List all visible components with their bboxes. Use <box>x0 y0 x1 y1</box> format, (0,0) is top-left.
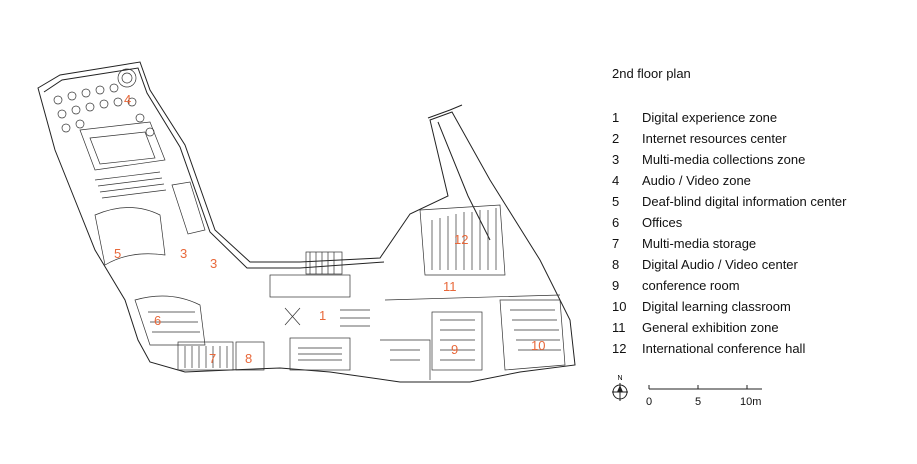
legend-number: 6 <box>612 215 620 230</box>
north-arrow-icon: N <box>612 375 628 401</box>
legend-item: 1 Digital experience zone <box>612 107 847 128</box>
legend-item: 8 Digital Audio / Video center <box>612 254 847 275</box>
legend-label: Digital Audio / Video center <box>642 257 798 272</box>
legend-number: 11 <box>612 320 626 335</box>
legend-item: 12 International conference hall <box>612 338 847 359</box>
zone-labels: 4 5 3 3 6 7 8 1 12 11 9 10 <box>114 92 545 366</box>
legend-number: 4 <box>612 173 620 188</box>
zone-label-7: 7 <box>209 351 216 366</box>
scale-tick-10m: 10m <box>740 396 762 408</box>
audio-video-seating <box>53 68 155 137</box>
legend-label: Digital experience zone <box>642 110 778 125</box>
legend-number: 2 <box>612 131 620 146</box>
scale-tick-0: 0 <box>646 396 653 408</box>
legend-number: 10 <box>612 299 627 314</box>
legend-label: International conference hall <box>642 341 806 356</box>
zone-label-12: 12 <box>454 232 468 247</box>
legend-label: General exhibition zone <box>642 320 779 335</box>
zone-label-4: 4 <box>124 92 131 107</box>
legend-number: 12 <box>612 341 627 356</box>
legend-item: 9 conference room <box>612 275 847 296</box>
legend-item: 11 General exhibition zone <box>612 317 847 338</box>
legend-label: Deaf-blind digital information center <box>642 194 847 209</box>
legend-item: 7 Multi-media storage <box>612 233 847 254</box>
legend-item: 3 Multi-media collections zone <box>612 149 847 170</box>
zone-label-9: 9 <box>451 342 458 357</box>
legend-label: Multi-media collections zone <box>642 152 806 167</box>
legend-label: Digital learning classroom <box>642 299 791 314</box>
zone-label-8: 8 <box>245 351 252 366</box>
legend-label: conference room <box>642 278 740 293</box>
north-label: N <box>617 375 622 382</box>
legend-item: 2 Internet resources center <box>612 128 847 149</box>
legend-label: Offices <box>642 215 683 230</box>
legend-label: Audio / Video zone <box>642 173 751 188</box>
zone-label-10: 10 <box>531 338 545 353</box>
legend-item: 5 Deaf-blind digital information center <box>612 191 847 212</box>
zone-label-6: 6 <box>154 313 161 328</box>
zone-label-5: 5 <box>114 246 121 261</box>
legend-number: 3 <box>612 152 620 167</box>
legend-item: 4 Audio / Video zone <box>612 170 847 191</box>
legend-number: 1 <box>612 110 620 125</box>
zone-label-11: 11 <box>443 279 457 294</box>
scale-tick-5: 5 <box>695 396 702 408</box>
legend-label: Multi-media storage <box>642 236 757 251</box>
legend-label: Internet resources center <box>642 131 787 146</box>
legend-number: 8 <box>612 257 620 272</box>
floor-plan-drawing: 4 5 3 3 6 7 8 1 12 11 9 10 <box>37 61 576 383</box>
legend-number: 9 <box>612 278 620 293</box>
scale-bar: N <box>612 375 762 401</box>
legend-list: 1 Digital experience zone 2 Internet resou… <box>612 107 847 359</box>
zone-label-3b: 3 <box>210 256 217 271</box>
legend-item: 6 Offices <box>612 212 847 233</box>
zone-label-1: 1 <box>319 308 326 323</box>
legend-item: 10 Digital learning classroom <box>612 296 847 317</box>
zone-label-3: 3 <box>180 246 187 261</box>
plan-title: 2nd floor plan <box>612 66 691 81</box>
legend-number: 5 <box>612 194 620 209</box>
legend-number: 7 <box>612 236 620 251</box>
building-outline <box>37 61 576 383</box>
